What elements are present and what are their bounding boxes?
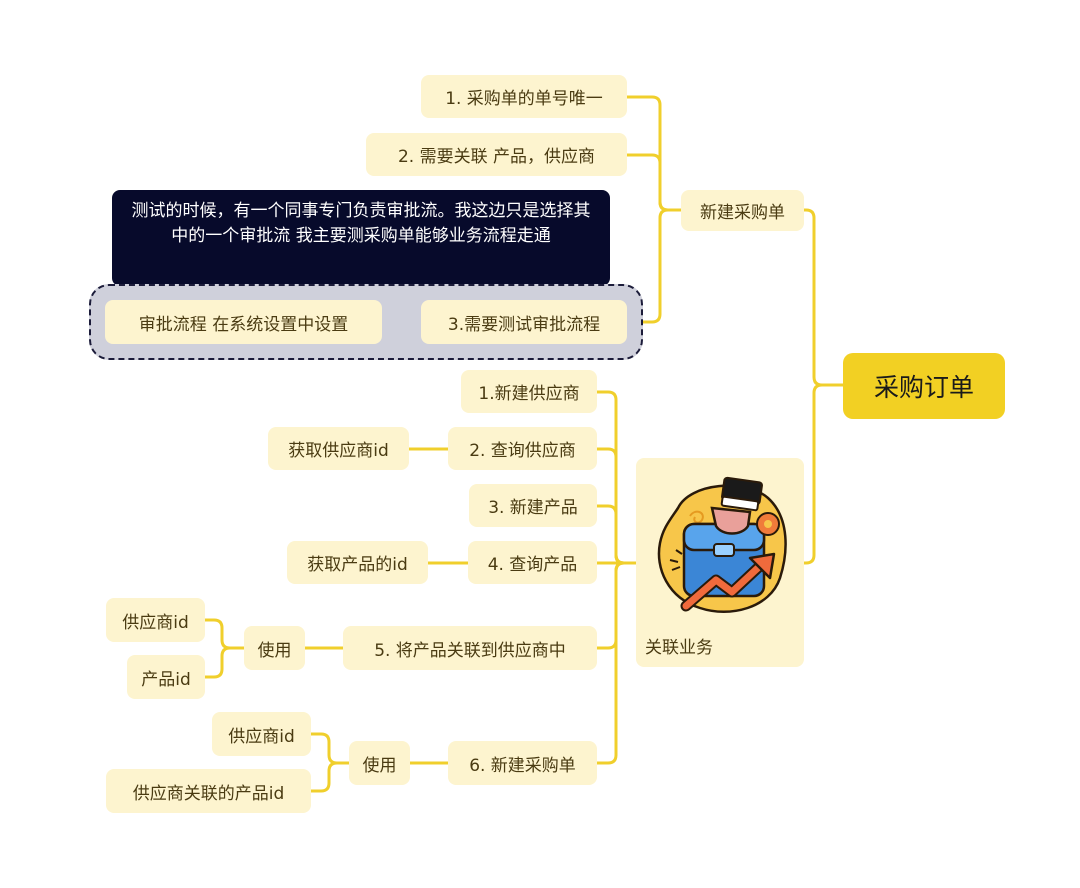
- step-link-product-supplier[interactable]: 5. 将产品关联到供应商中: [343, 626, 597, 670]
- po-item-unique-number[interactable]: 1. 采购单的单号唯一: [421, 75, 627, 118]
- root-node[interactable]: 采购订单: [843, 353, 1005, 419]
- approval-note: 测试的时候，有一个同事专门负责审批流。我这边只是选择其中的一个审批流 我主要测采…: [112, 190, 610, 286]
- approval-setting-node[interactable]: 审批流程 在系统设置中设置: [105, 300, 382, 344]
- input-supplier-product-id-step6[interactable]: 供应商关联的产品id: [106, 769, 311, 813]
- use-node-step5[interactable]: 使用: [244, 626, 305, 670]
- step-new-purchase-order[interactable]: 6. 新建采购单: [448, 741, 597, 785]
- input-supplier-id-step6[interactable]: 供应商id: [212, 712, 311, 756]
- result-supplier-id[interactable]: 获取供应商id: [268, 427, 409, 470]
- use-node-step6[interactable]: 使用: [349, 741, 410, 785]
- result-product-id[interactable]: 获取产品的id: [287, 541, 428, 584]
- related-business-label: 关联业务: [645, 638, 713, 658]
- step-query-product[interactable]: 4. 查询产品: [468, 541, 597, 584]
- branch-new-purchase-order[interactable]: 新建采购单: [681, 190, 804, 231]
- input-product-id-step5[interactable]: 产品id: [127, 655, 205, 699]
- branch-related-business[interactable]: 关联业务: [636, 458, 804, 667]
- po-item-test-approval[interactable]: 3.需要测试审批流程: [421, 300, 627, 344]
- input-supplier-id-step5[interactable]: 供应商id: [106, 598, 205, 642]
- step-new-product[interactable]: 3. 新建产品: [469, 484, 597, 527]
- briefcase-growth-icon: [657, 476, 787, 613]
- step-query-supplier[interactable]: 2. 查询供应商: [448, 427, 597, 470]
- step-new-supplier[interactable]: 1.新建供应商: [461, 370, 597, 413]
- po-item-link-product-supplier[interactable]: 2. 需要关联 产品，供应商: [366, 133, 627, 176]
